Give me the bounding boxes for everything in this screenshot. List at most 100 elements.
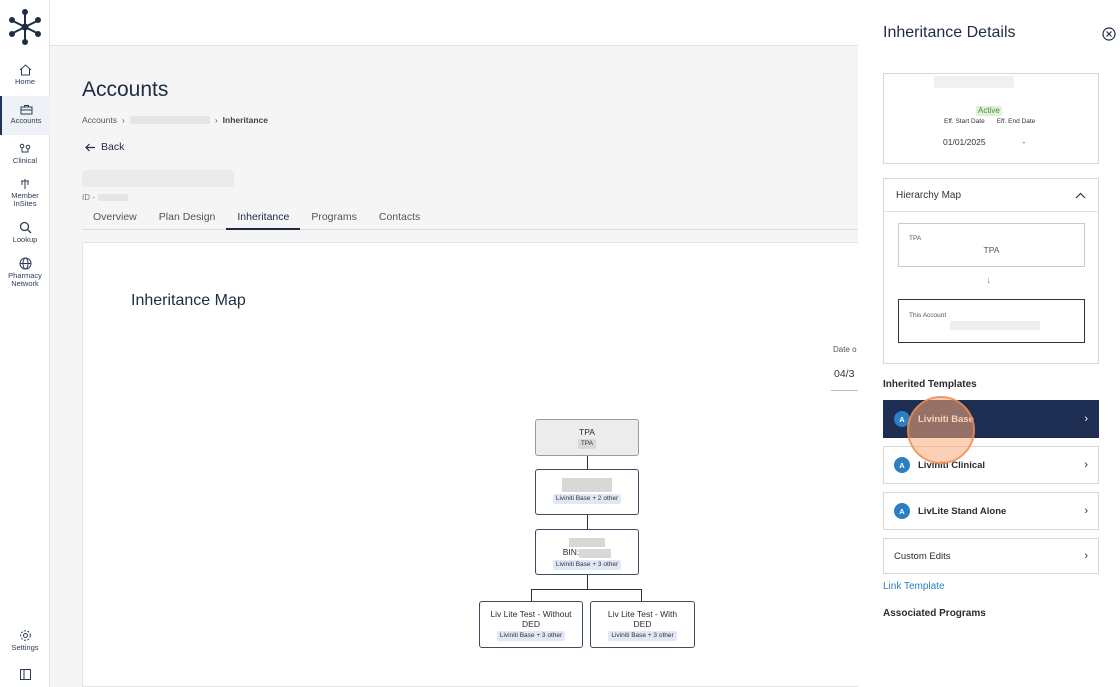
custom-edits-row[interactable]: Custom Edits › <box>883 538 1099 574</box>
collapse-sidebar-button[interactable] <box>0 669 50 682</box>
globe-icon <box>19 257 31 270</box>
nav-lookup-label: Lookup <box>12 235 38 244</box>
page-title: Accounts <box>82 78 169 101</box>
chevron-right-icon: › <box>214 115 218 125</box>
link-template-link[interactable]: Link Template <box>883 581 945 592</box>
nav-clinical[interactable]: Clinical <box>0 143 50 165</box>
arrow-left-icon <box>85 143 95 151</box>
account-tabs: Overview Plan Design Inheritance Program… <box>82 207 858 230</box>
inheritance-details-drawer: Inheritance Details Active Eff. Start Da… <box>858 0 1120 687</box>
map-node-tpa[interactable]: TPA TPA <box>535 419 639 456</box>
eff-date-labels: Eff. Start Date Eff. End Date <box>944 118 1035 125</box>
account-summary-card: Active Eff. Start Date Eff. End Date 01/… <box>883 73 1099 164</box>
node-name-redacted <box>569 538 605 548</box>
left-nav-rail: Home Accounts Clinical Member InSites Lo… <box>0 0 50 687</box>
home-icon <box>19 64 31 76</box>
template-name: Liviniti Base <box>918 413 974 425</box>
nav-pharmacy-network[interactable]: Pharmacy Network <box>0 257 50 288</box>
breadcrumb: Accounts › › Inheritance <box>82 115 268 125</box>
template-avatar: A <box>894 457 910 473</box>
date-label: Date o <box>833 345 857 354</box>
template-avatar: A <box>894 503 910 519</box>
node-tag: Liviniti Base + 3 other <box>496 631 566 641</box>
search-icon <box>19 221 31 234</box>
tab-programs[interactable]: Programs <box>311 211 357 223</box>
account-id-redacted <box>97 194 128 201</box>
clinical-icon <box>19 143 31 153</box>
breadcrumb-account-redacted[interactable] <box>129 116 210 124</box>
template-liviniti-clinical[interactable]: A Liviniti Clinical › <box>883 446 1099 484</box>
eff-date-values: 01/01/2025 - <box>943 137 1025 147</box>
nav-settings-label: Settings <box>11 643 39 652</box>
back-button[interactable]: Back <box>85 141 124 153</box>
map-node-bin[interactable]: BIN: Liviniti Base + 3 other <box>535 529 639 575</box>
back-label: Back <box>101 141 125 153</box>
inherited-templates-title: Inherited Templates <box>883 379 977 390</box>
nav-settings[interactable]: Settings <box>0 629 50 652</box>
tab-inheritance[interactable]: Inheritance <box>226 207 301 230</box>
inheritance-map-title: Inheritance Map <box>131 292 246 309</box>
map-node-child-with-ded[interactable]: Liv Lite Test - With DED Liviniti Base +… <box>590 601 695 648</box>
associated-programs-title: Associated Programs <box>883 608 986 619</box>
connector <box>531 589 532 601</box>
briefcase-icon <box>20 105 32 115</box>
arrow-down-icon: ↓ <box>986 275 991 286</box>
sidebar-toggle-icon <box>19 669 31 680</box>
app-logo-icon[interactable] <box>9 9 41 45</box>
hierarchy-tpa-value: TPA <box>983 245 1000 255</box>
node-tag: Liviniti Base + 3 other <box>608 631 677 641</box>
drawer-title: Inheritance Details <box>883 24 1016 41</box>
template-liviniti-base[interactable]: A Liviniti Base › <box>883 400 1099 438</box>
breadcrumb-current: Inheritance <box>222 115 269 125</box>
eff-end-label: Eff. End Date <box>996 118 1036 125</box>
node-bin-label: BIN: <box>562 547 580 558</box>
status-badge: Active <box>976 106 1002 116</box>
nav-home[interactable]: Home <box>0 64 50 86</box>
close-icon[interactable] <box>1102 27 1116 41</box>
member-insites-icon <box>21 179 29 189</box>
chevron-right-icon: › <box>1084 550 1088 562</box>
node-name-redacted <box>562 478 612 492</box>
connector <box>641 589 642 601</box>
nav-member-insites-label: Member InSites <box>11 191 39 208</box>
nav-clinical-label: Clinical <box>12 156 38 165</box>
account-id-prefix: ID - <box>82 193 95 202</box>
template-avatar: A <box>894 411 910 427</box>
nav-member-insites[interactable]: Member InSites <box>0 178 50 208</box>
nav-accounts[interactable]: Accounts <box>0 96 50 135</box>
chevron-right-icon: › <box>1084 505 1088 517</box>
account-name-redacted <box>934 76 1014 88</box>
hierarchy-map-card: Hierarchy Map TPA TPA ↓ This Account <box>883 178 1099 364</box>
date-input[interactable]: 04/3 <box>834 368 855 380</box>
eff-end-value: - <box>1022 137 1026 147</box>
breadcrumb-accounts[interactable]: Accounts <box>82 115 117 125</box>
tab-plan-design[interactable]: Plan Design <box>158 211 216 223</box>
node-title: Liv Lite Test - Without DED <box>490 609 572 629</box>
account-name-redacted <box>82 170 234 187</box>
date-input-underline <box>831 390 858 391</box>
chevron-right-icon: › <box>121 115 125 125</box>
node-tag: Liviniti Base + 2 other <box>552 494 622 504</box>
nav-accounts-label: Accounts <box>10 116 42 125</box>
top-bar <box>50 0 858 46</box>
nav-lookup[interactable]: Lookup <box>0 221 50 244</box>
connector <box>531 589 642 590</box>
map-node-child-without-ded[interactable]: Liv Lite Test - Without DED Liviniti Bas… <box>479 601 583 648</box>
node-tag: TPA <box>577 439 597 449</box>
hierarchy-this-account-box: This Account <box>898 299 1085 343</box>
tab-contacts[interactable]: Contacts <box>378 211 421 223</box>
eff-start-label: Eff. Start Date <box>944 118 985 125</box>
node-title: Liv Lite Test - With DED <box>607 609 678 629</box>
chevron-right-icon: › <box>1084 459 1088 471</box>
map-node-level2[interactable]: Liviniti Base + 2 other <box>535 469 639 515</box>
connector <box>587 575 588 589</box>
template-name: LivLite Stand Alone <box>918 505 1007 517</box>
tab-overview[interactable]: Overview <box>93 211 137 223</box>
template-livlite-stand-alone[interactable]: A LivLite Stand Alone › <box>883 492 1099 530</box>
hierarchy-tpa-box: TPA TPA <box>898 223 1085 267</box>
connector <box>587 515 588 529</box>
hierarchy-map-toggle[interactable]: Hierarchy Map <box>884 179 1098 212</box>
node-tag: Liviniti Base + 3 other <box>552 559 622 570</box>
template-name: Liviniti Clinical <box>918 459 986 471</box>
this-account-name-redacted <box>950 321 1040 330</box>
